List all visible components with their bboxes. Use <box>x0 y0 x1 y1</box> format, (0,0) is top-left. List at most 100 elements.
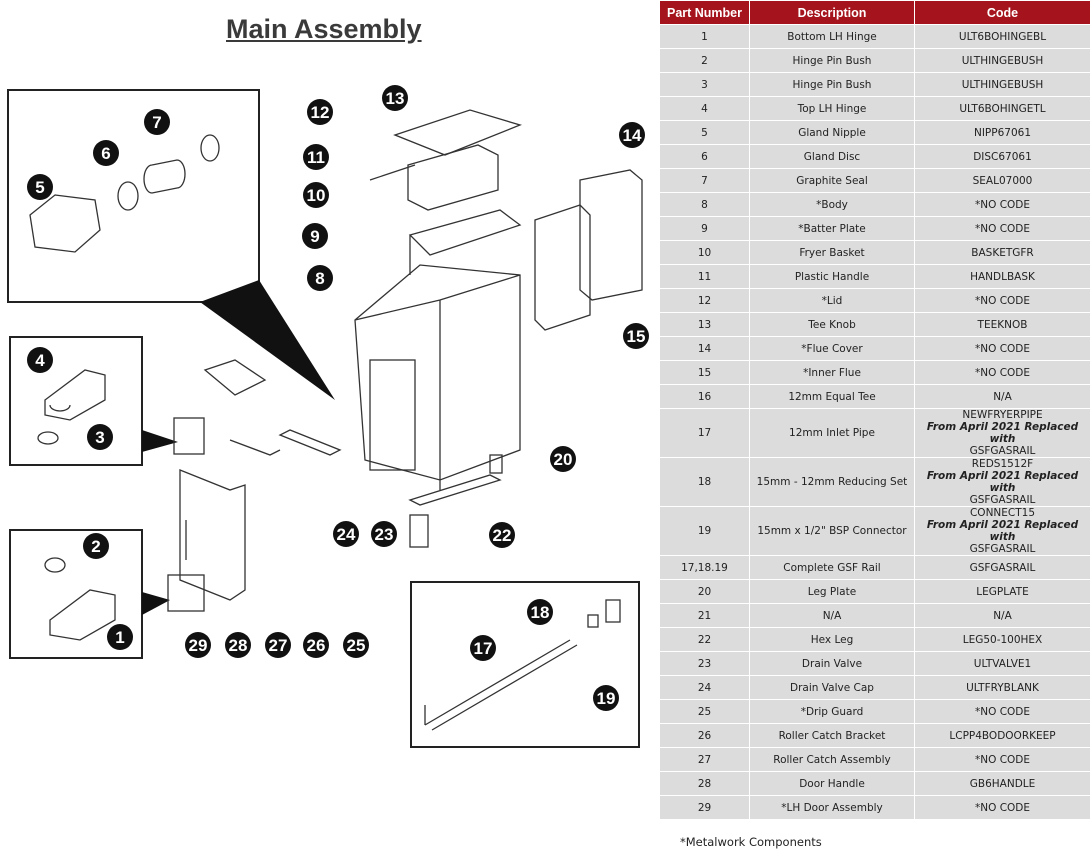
cell-description: Plastic Handle <box>749 264 915 289</box>
table-row: 8*Body*NO CODE <box>659 192 1090 217</box>
svg-text:13: 13 <box>386 89 405 108</box>
code-line: GSFGASRAIL <box>969 445 1036 457</box>
basket-handle-drawing <box>369 164 416 181</box>
cell-part-number: 20 <box>659 579 750 604</box>
cell-part-number: 18 <box>659 457 750 507</box>
cell-description: 12mm Inlet Pipe <box>749 408 915 458</box>
graphite-seal-drawing <box>143 159 186 194</box>
cell-part-number: 5 <box>659 120 750 145</box>
svg-text:26: 26 <box>307 636 326 655</box>
replacement-note: From April 2021 Replaced with <box>926 470 1079 494</box>
svg-text:18: 18 <box>531 603 550 622</box>
cell-code: ULT6BOHINGEBL <box>914 24 1090 49</box>
hex-leg-drawing <box>409 514 429 548</box>
inset-pipe-box <box>410 581 640 748</box>
cell-part-number: 21 <box>659 603 750 628</box>
cell-part-number: 13 <box>659 312 750 337</box>
callout-29: 29 <box>185 632 211 658</box>
cell-code: BASKETGFR <box>914 240 1090 265</box>
inlet-pipe-drawing <box>424 639 578 731</box>
cell-part-number: 29 <box>659 795 750 820</box>
cell-code: HANDLBASK <box>914 264 1090 289</box>
header-part-number: Part Number <box>659 0 750 25</box>
cell-description: Hex Leg <box>749 627 915 652</box>
callout-10: 10 <box>303 182 329 208</box>
cell-description: *Lid <box>749 288 915 313</box>
replacement-note: From April 2021 Replaced with <box>926 519 1079 543</box>
cell-part-number: 7 <box>659 168 750 193</box>
cell-part-number: 26 <box>659 723 750 748</box>
callout-6: 6 <box>93 140 119 166</box>
cell-part-number: 6 <box>659 144 750 169</box>
callout-26: 26 <box>303 632 329 658</box>
cell-description: *Inner Flue <box>749 360 915 385</box>
inset-pointer <box>200 280 335 400</box>
cell-description: Complete GSF Rail <box>749 555 915 580</box>
cell-description: 15mm x 1/2" BSP Connector <box>749 506 915 556</box>
cell-description: 15mm - 12mm Reducing Set <box>749 457 915 507</box>
cell-description: *Flue Cover <box>749 336 915 361</box>
cell-description: Hinge Pin Bush <box>749 48 915 73</box>
cell-description: Door Handle <box>749 771 915 796</box>
svg-text:11: 11 <box>307 148 325 167</box>
cell-code: NIPP67061 <box>914 120 1090 145</box>
leg-plate-drawing <box>408 474 502 506</box>
cell-description: *Body <box>749 192 915 217</box>
code-line: CONNECT15 <box>969 507 1036 519</box>
cell-code: N/A <box>914 384 1090 409</box>
callout-19: 19 <box>593 685 619 711</box>
cell-part-number: 25 <box>659 699 750 724</box>
table-header-row: Part Number Description Code <box>659 0 1090 25</box>
callout-1: 1 <box>107 624 133 650</box>
cell-code: ULTFRYBLANK <box>914 675 1090 700</box>
cell-part-number: 16 <box>659 384 750 409</box>
header-code: Code <box>914 0 1090 25</box>
table-row: 15*Inner Flue*NO CODE <box>659 360 1090 385</box>
cell-code: ULT6BOHINGETL <box>914 96 1090 121</box>
cell-code: ULTHINGEBUSH <box>914 72 1090 97</box>
callout-18: 18 <box>527 599 553 625</box>
callout-12: 12 <box>307 99 333 125</box>
code-line: GSFGASRAIL <box>969 543 1036 555</box>
cell-code: *NO CODE <box>914 216 1090 241</box>
gland-nipple-drawing <box>29 194 101 253</box>
cell-code: LCPP4BODOORKEEP <box>914 723 1090 748</box>
table-row: 14*Flue Cover*NO CODE <box>659 336 1090 361</box>
svg-text:9: 9 <box>310 227 319 246</box>
svg-text:20: 20 <box>554 450 573 469</box>
cell-description: Roller Catch Assembly <box>749 747 915 772</box>
cell-code: DISC67061 <box>914 144 1090 169</box>
callout-15: 15 <box>623 323 649 349</box>
cell-code: *NO CODE <box>914 699 1090 724</box>
svg-text:12: 12 <box>311 103 330 122</box>
replacement-note: From April 2021 Replaced with <box>926 421 1079 445</box>
cell-part-number: 2 <box>659 48 750 73</box>
cell-code: *NO CODE <box>914 192 1090 217</box>
cell-code: LEGPLATE <box>914 579 1090 604</box>
callout-11: 11 <box>303 144 329 170</box>
cell-description: Leg Plate <box>749 579 915 604</box>
cell-description: Bottom LH Hinge <box>749 24 915 49</box>
code-line: NEWFRYERPIPE <box>962 409 1043 421</box>
callout-22: 22 <box>489 522 515 548</box>
callout-27: 27 <box>265 632 291 658</box>
cell-part-number: 15 <box>659 360 750 385</box>
bottom-hinge-drawing <box>49 589 116 641</box>
cell-code: *NO CODE <box>914 336 1090 361</box>
cell-part-number: 8 <box>659 192 750 217</box>
svg-text:15: 15 <box>627 327 646 346</box>
